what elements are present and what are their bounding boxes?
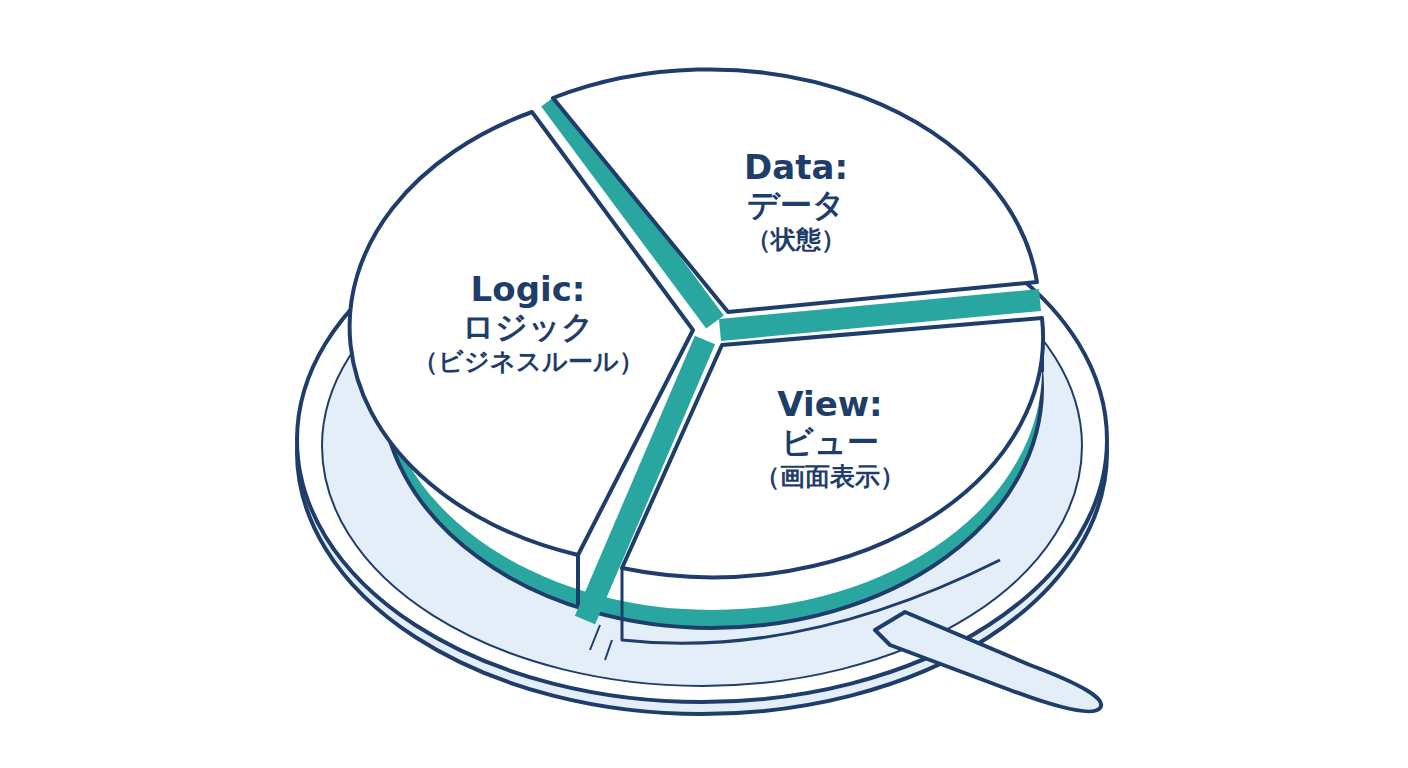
slice-edge (622, 560, 1000, 643)
slice-title: View: (751, 384, 909, 424)
slice-note: （状態） (740, 225, 852, 255)
slice-title-ja: ロジック (409, 309, 648, 347)
slice-title: Data: (740, 147, 852, 187)
slice-edge (576, 555, 580, 605)
slice-note: （ビジネスルール） (409, 347, 648, 377)
cake-server (875, 612, 1101, 711)
crumb-marks (590, 625, 612, 660)
view-slice (622, 318, 1043, 577)
slice-title-ja: ビュー (751, 424, 909, 462)
slice-label: Logic:ロジック（ビジネスルール） (409, 269, 648, 376)
slice-title-ja: データ (740, 187, 852, 225)
slice-title: Logic: (409, 269, 648, 309)
slice-note: （画面表示） (751, 462, 909, 492)
slice-label: Data:データ（状態） (740, 147, 852, 254)
slice-label: View:ビュー（画面表示） (751, 384, 909, 491)
logic-slice (350, 112, 693, 555)
